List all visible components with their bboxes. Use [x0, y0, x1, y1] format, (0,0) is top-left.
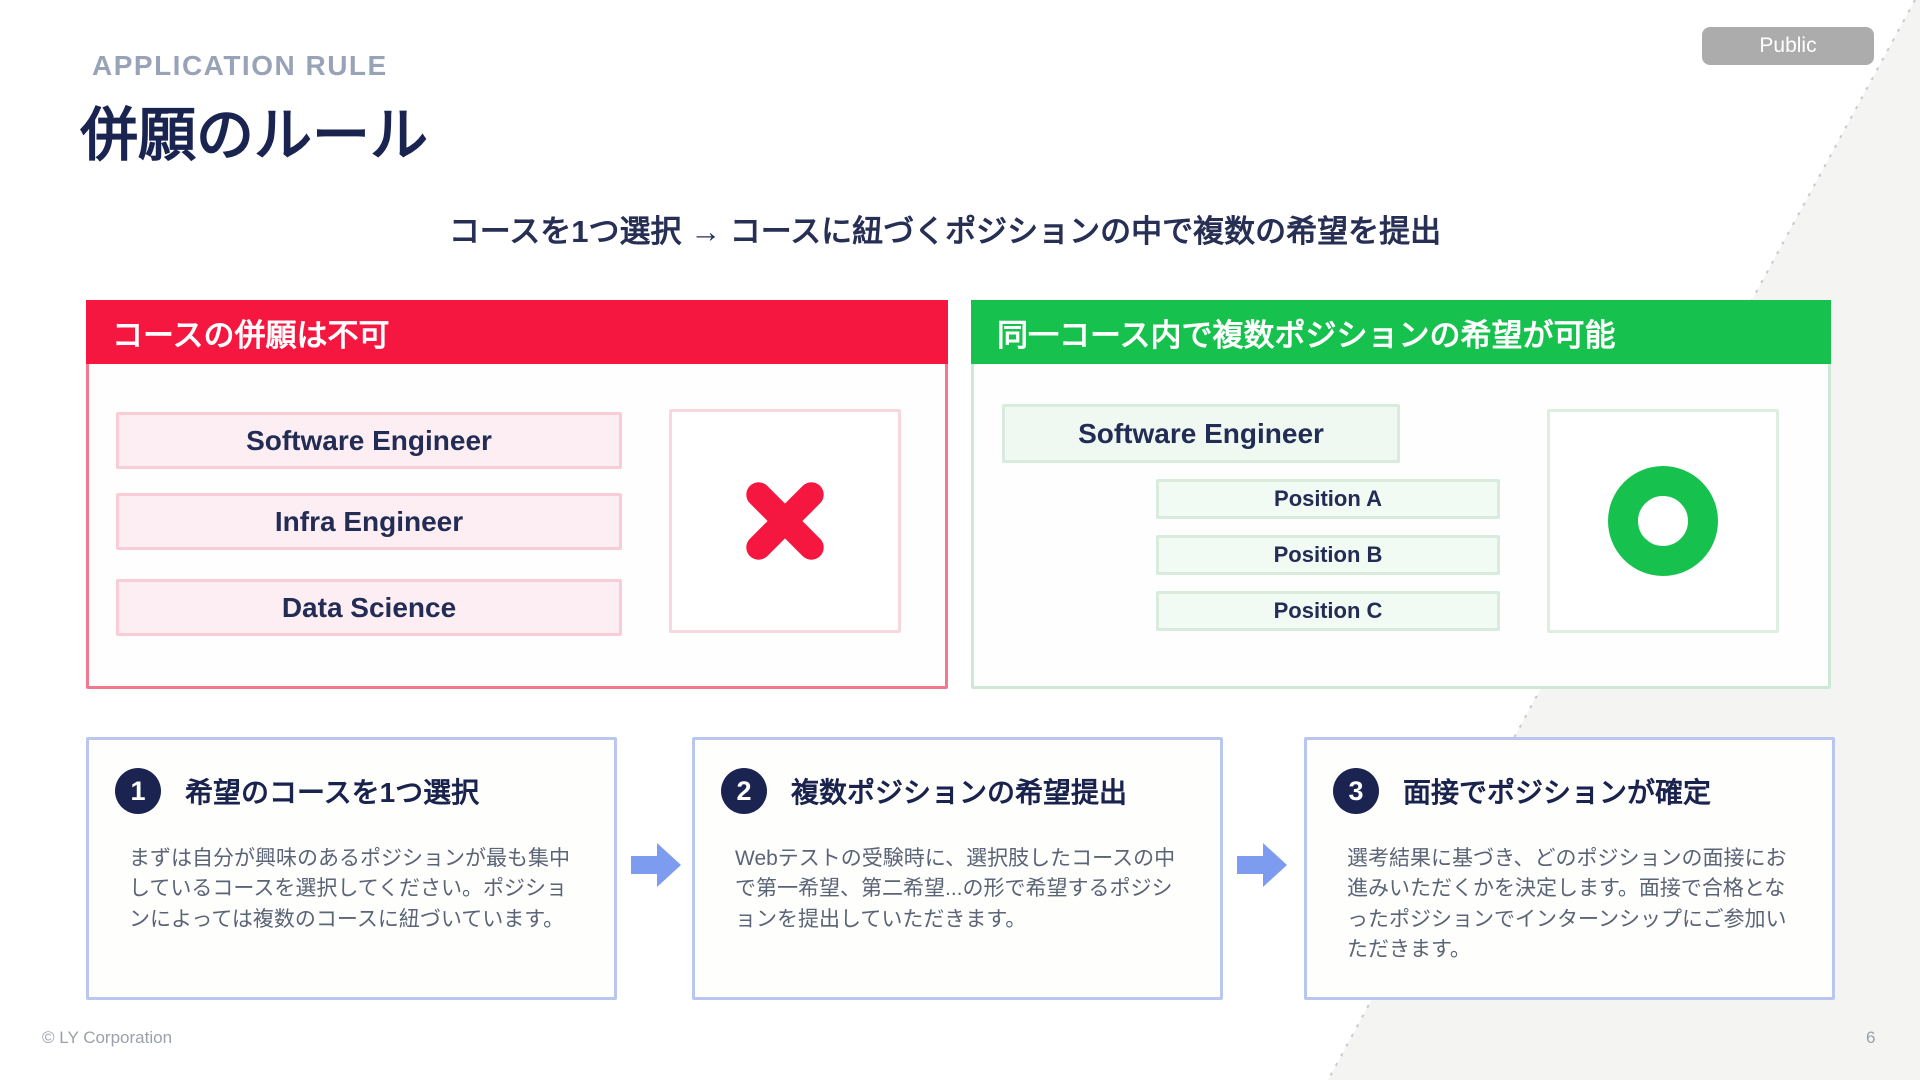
position-item: Position B: [1156, 535, 1500, 575]
copyright-label: © LY Corporation: [42, 1028, 173, 1047]
eyebrow-label: APPLICATION RULE: [92, 50, 388, 81]
arrow-right-icon: [1237, 843, 1287, 887]
step-header: 2 複数ポジションの希望提出: [721, 768, 1127, 814]
course-item: Software Engineer: [116, 412, 622, 469]
step-description: 選考結果に基づき、どのポジションの面接にお進みいただくかを決定します。面接で合格…: [1347, 847, 1787, 962]
arrow-right-icon: [631, 843, 681, 887]
position-item: Position A: [1156, 479, 1500, 519]
panel-multiple-positions-allowed: 同一コース内で複数ポジションの希望が可能 Software Engineer P…: [971, 300, 1831, 689]
course-item: Infra Engineer: [116, 493, 622, 550]
panel-ng-header: コースの併願は不可: [86, 300, 948, 364]
step-title: 面接でポジションが確定: [1403, 777, 1712, 808]
step-card-3: 3 面接でポジションが確定 選考結果に基づき、どのポジションの面接にお進みいただ…: [1304, 737, 1835, 1000]
step-number-badge: 2: [721, 768, 767, 814]
page-number: 6: [1866, 1028, 1876, 1047]
lead-text: コースを1つ選択 → コースに紐づくポジションの中で複数の希望を提出: [448, 214, 1442, 249]
course-item: Data Science: [116, 579, 622, 636]
step-card-2: 2 複数ポジションの希望提出 Webテストの受験時に、選択肢したコースの中で第一…: [692, 737, 1223, 1000]
step-card-1: 1 希望のコースを1つ選択 まずは自分が興味のあるポジションが最も集中しているコ…: [86, 737, 617, 1000]
circle-icon: [1608, 466, 1718, 576]
step-header: 3 面接でポジションが確定: [1333, 768, 1711, 814]
cross-mark-box: [669, 409, 901, 633]
course-item: Software Engineer: [1002, 404, 1400, 463]
step-title: 希望のコースを1つ選択: [185, 777, 480, 808]
circle-mark-box: [1547, 409, 1779, 633]
step-number-badge: 1: [115, 768, 161, 814]
page-title: 併願のルール: [80, 103, 429, 168]
panel-ok-header: 同一コース内で複数ポジションの希望が可能: [971, 300, 1831, 364]
step-title: 複数ポジションの希望提出: [791, 777, 1128, 808]
step-number-badge: 3: [1333, 768, 1379, 814]
cross-icon: [746, 482, 824, 560]
position-item: Position C: [1156, 591, 1500, 631]
panel-course-not-allowed: コースの併願は不可 Software Engineer Infra Engine…: [86, 300, 948, 689]
step-description: まずは自分が興味のあるポジションが最も集中しているコースを選択してください。ポジ…: [129, 847, 570, 931]
step-header: 1 希望のコースを1つ選択: [115, 768, 479, 814]
step-description: Webテストの受験時に、選択肢したコースの中で第一希望、第二希望...の形で希望…: [735, 847, 1176, 931]
visibility-badge: Public: [1702, 27, 1874, 65]
